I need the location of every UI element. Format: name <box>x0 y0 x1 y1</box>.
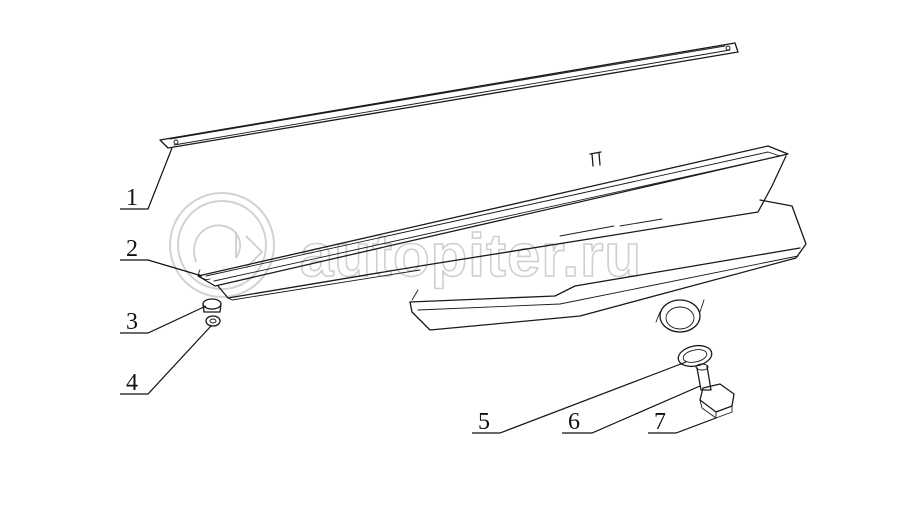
leader-lines <box>120 147 717 434</box>
watermark: autopiter.ru <box>169 192 642 298</box>
callout-1: 1 <box>126 185 138 211</box>
callout-7: 7 <box>654 409 666 435</box>
callout-labels: 1 2 3 4 5 6 7 <box>126 185 666 435</box>
leader-1 <box>120 147 173 210</box>
washer <box>205 315 221 327</box>
leader-5 <box>472 361 687 434</box>
callout-6: 6 <box>568 409 580 435</box>
callout-2: 2 <box>126 236 138 262</box>
leader-7 <box>648 417 717 434</box>
bolt <box>202 298 222 313</box>
watermark-text: autopiter.ru <box>300 222 642 289</box>
leader-2 <box>120 259 203 277</box>
leader-6 <box>562 385 701 434</box>
callout-3: 3 <box>126 309 138 335</box>
leader-3 <box>120 305 207 334</box>
oil-pan <box>197 145 807 333</box>
callout-4: 4 <box>126 370 138 396</box>
drain-plug <box>699 383 735 419</box>
callout-5: 5 <box>478 409 490 435</box>
leader-4 <box>120 325 212 395</box>
magnetic-drain-insert <box>695 363 712 391</box>
drain-boss <box>655 299 705 333</box>
autopiter-logo-icon <box>169 192 275 298</box>
drain-plug-seal-ring <box>677 344 713 368</box>
oil-pan-gasket <box>159 42 739 149</box>
